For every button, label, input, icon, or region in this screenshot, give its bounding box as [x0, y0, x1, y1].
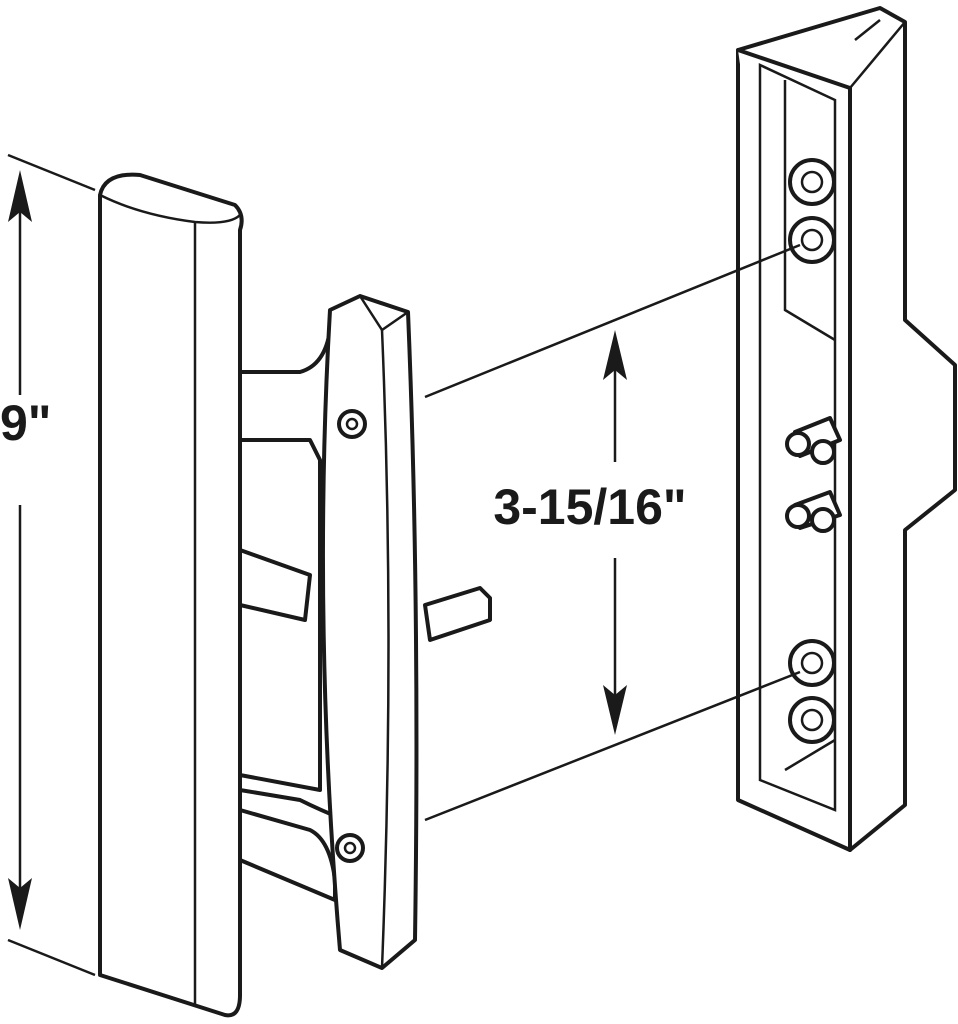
hole-spacing-dimension	[603, 330, 627, 735]
height-label: 9"	[0, 395, 52, 451]
latch-tongue	[423, 586, 492, 642]
lever	[320, 294, 419, 970]
extension-line-bottom	[424, 670, 801, 822]
mounting-holes	[788, 158, 836, 744]
handle-bar	[98, 172, 244, 1018]
height-dimension	[7, 153, 96, 977]
extension-line-top	[424, 243, 801, 399]
mounting-plate	[238, 328, 347, 902]
pins	[785, 416, 842, 533]
keeper-bracket	[736, 6, 957, 852]
hole-spacing-label: 3-15/16"	[493, 479, 686, 535]
